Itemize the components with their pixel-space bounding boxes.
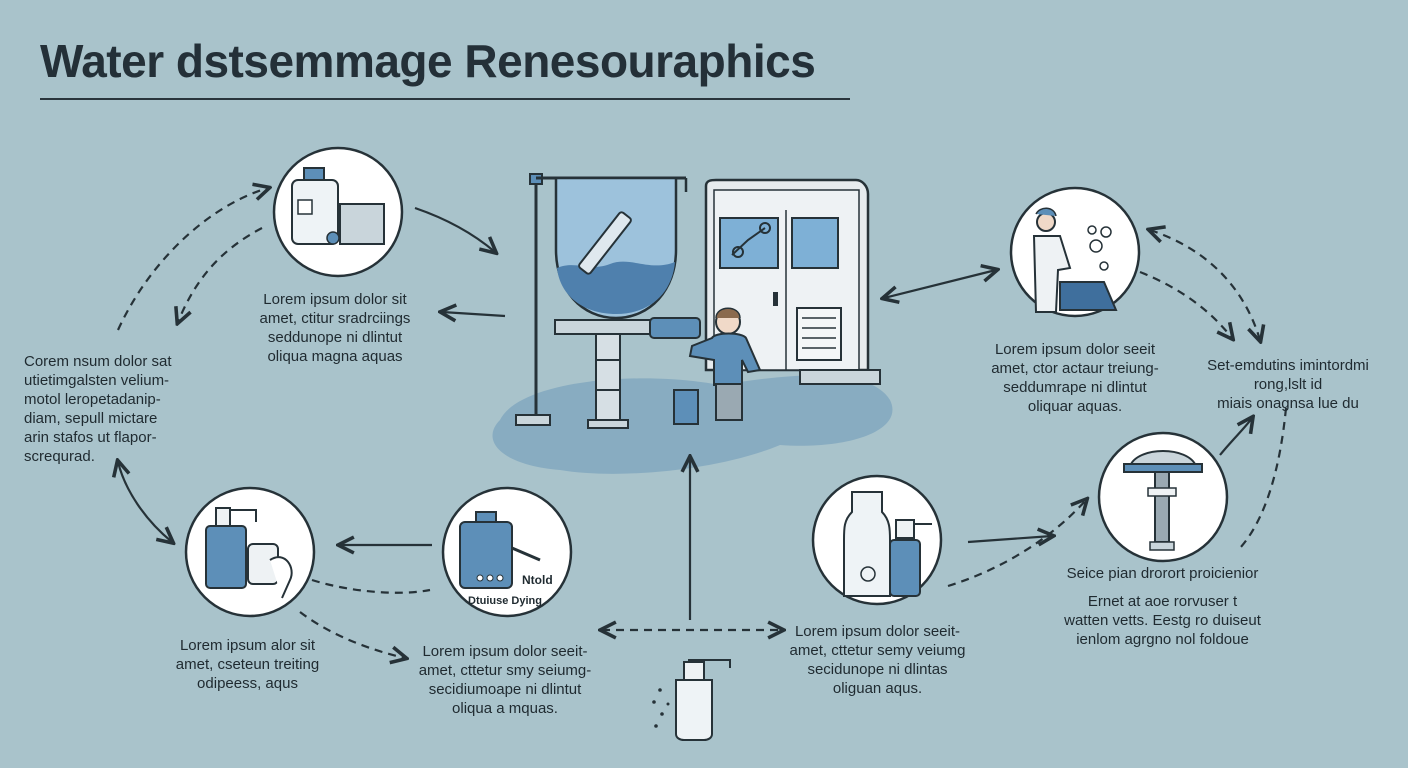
spray-bottle-icon bbox=[652, 659, 731, 741]
arrow-tank-to-bottle bbox=[414, 206, 495, 252]
tank-label-top: Ntold bbox=[522, 573, 553, 587]
arrow-machine-scientist bbox=[884, 270, 996, 298]
title-underline bbox=[40, 98, 850, 100]
text-bottom-center: Lorem ipsum dolor seeit-amet, cttetur sm… bbox=[418, 643, 592, 717]
arrow-right-inner-arc bbox=[1139, 270, 1232, 338]
arrow-dispenser-to-drum-dashed bbox=[311, 578, 431, 594]
arrow-right-top-arc bbox=[1150, 230, 1260, 340]
arrow-left-top-arc-inner bbox=[178, 227, 263, 322]
water-tower-icon bbox=[1097, 431, 1229, 563]
arrow-tower-up bbox=[1219, 418, 1252, 456]
arrow-lab-to-tower-dashed bbox=[947, 500, 1086, 588]
arrow-bottom-left-text bbox=[299, 611, 405, 658]
drum-tank-icon bbox=[441, 486, 573, 618]
text-bottom-right: Lorem ipsum dolor seeit-amet, cttetur se… bbox=[789, 623, 966, 697]
text-right-tower: Seice pian drorort proicienior bbox=[1066, 565, 1259, 582]
arrow-right-down-arc bbox=[1239, 407, 1288, 549]
chemical-bottle-icon bbox=[272, 146, 404, 278]
arrow-left-top-arc bbox=[116, 188, 268, 331]
lab-bottles-icon bbox=[811, 474, 943, 606]
treatment-machine-icon bbox=[704, 178, 881, 385]
tank-label-bottom: Dtuiuse Dying bbox=[468, 595, 542, 607]
arrow-lab-to-tower bbox=[967, 536, 1052, 542]
scientist-icon bbox=[1009, 186, 1141, 318]
dispenser-bottles-icon bbox=[184, 486, 316, 618]
water-tank-icon bbox=[515, 173, 701, 429]
page-title: Water dstsemmage Renesouraphics bbox=[40, 35, 816, 87]
arrow-left-bottom bbox=[118, 462, 172, 542]
worker-icon bbox=[673, 307, 762, 425]
arrow-tank-to-left bbox=[442, 312, 506, 316]
